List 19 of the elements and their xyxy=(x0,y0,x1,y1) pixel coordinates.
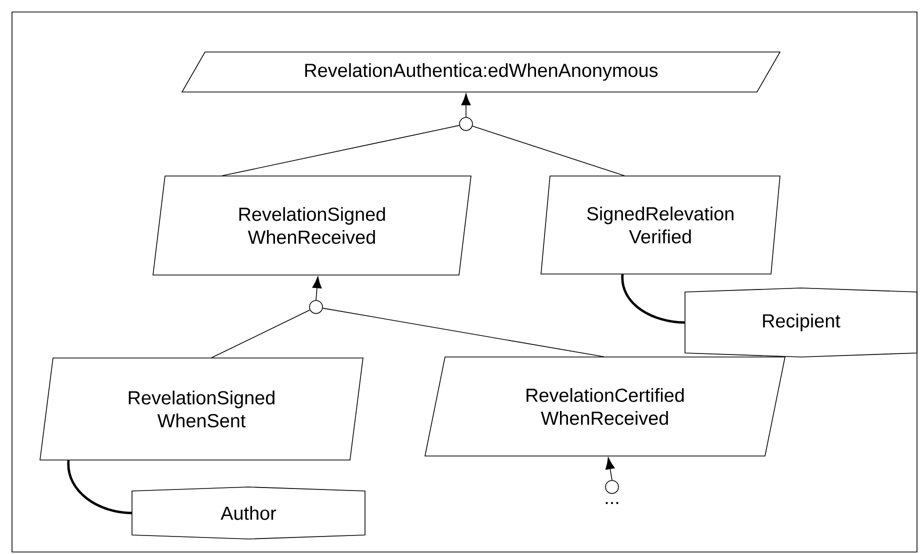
refinement-circle xyxy=(459,117,473,131)
refinement-circle xyxy=(605,480,619,494)
ellipsis-label: ... xyxy=(606,502,618,504)
connector-line xyxy=(322,308,604,358)
goal-parallelogram: SignedRelevation Verified xyxy=(540,176,780,274)
arrow xyxy=(312,276,322,300)
connector-line xyxy=(222,125,460,176)
goal-parallelogram: RevelationSigned WhenSent xyxy=(40,358,364,460)
refinement-circle xyxy=(309,300,323,314)
agent-hexagon: Recipient xyxy=(684,288,918,358)
arrow xyxy=(461,93,471,118)
goal-parallelogram: RevelationCertified WhenReceived xyxy=(424,356,786,456)
agent-link xyxy=(67,460,132,514)
arrow xyxy=(605,457,615,480)
connector-line xyxy=(472,126,625,176)
connector-line xyxy=(211,310,310,358)
agent-link xyxy=(621,274,685,324)
agent-hexagon: Author xyxy=(132,486,366,540)
goal-parallelogram: RevelationSigned WhenReceived xyxy=(152,176,472,276)
